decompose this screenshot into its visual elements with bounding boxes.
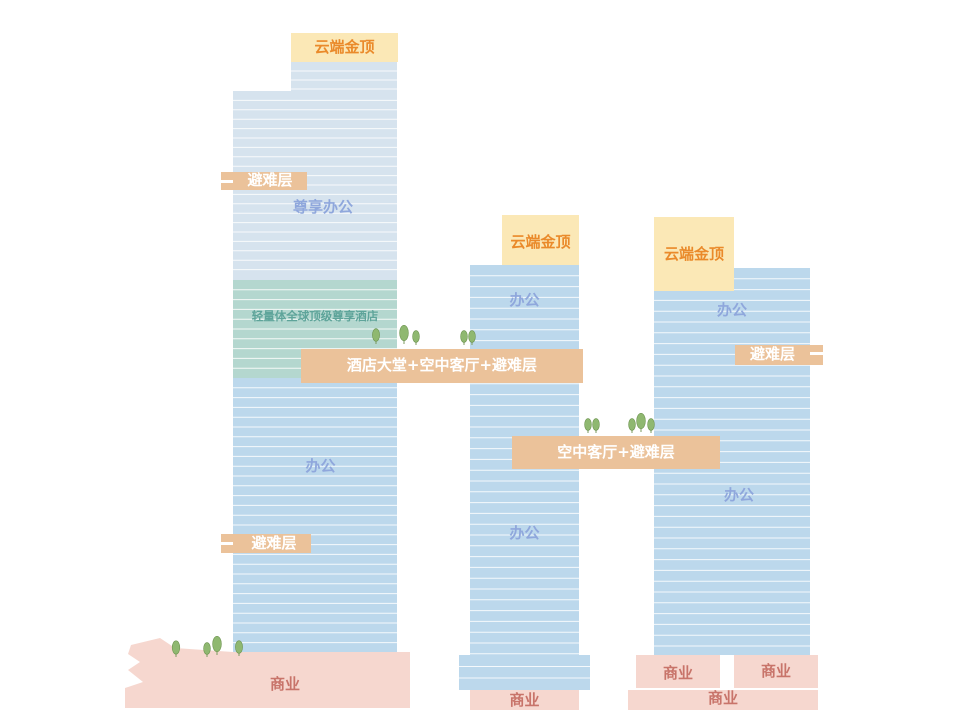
t1-crown-block <box>291 33 398 62</box>
t1-retail-label: 商业 <box>269 675 300 693</box>
t1-premium-office-label: 尊享办公 <box>292 198 353 216</box>
tree-podium-d-icon <box>235 640 243 654</box>
tree-bridge-upper-a-icon <box>372 328 380 342</box>
t3-crown-block <box>654 217 734 291</box>
t1-refuge-lower-label: 避难层 <box>251 534 297 552</box>
tree-bridge-lower-e-icon <box>647 418 655 431</box>
tree-bridge-lower-c-icon <box>628 418 636 431</box>
t1-refuge-upper-label: 避难层 <box>247 171 293 189</box>
t3-retail-left-block <box>636 655 720 688</box>
t3-retail-left-label: 商业 <box>662 664 693 682</box>
t3-refuge-band <box>735 345 823 365</box>
t2-crown-block <box>502 215 579 265</box>
t3-refuge-label: 避难层 <box>749 345 795 363</box>
t1-refuge-upper-notch <box>221 180 233 183</box>
t2-podium-block <box>459 655 590 690</box>
tree-bridge-upper-e-icon <box>468 330 476 343</box>
t1-retail-podium <box>125 638 410 708</box>
t2-office-lower-label: 办公 <box>509 524 540 542</box>
tree-bridge-lower-b-icon <box>592 418 600 431</box>
tree-bridge-lower-a-icon <box>584 418 592 431</box>
tree-bridge-upper-d-icon <box>460 330 468 343</box>
t2-office-upper-label: 办公 <box>509 291 540 309</box>
t3-crown-label: 云端金顶 <box>663 245 724 263</box>
t3-office-upper-label: 办公 <box>716 301 747 319</box>
bridge-upper-band <box>301 349 583 383</box>
t2-retail-block <box>470 690 579 710</box>
bridge-lower-label: 空中客厅+避难层 <box>557 443 675 461</box>
t1-refuge-upper-band <box>221 172 307 190</box>
bridge-lower-band <box>512 436 720 469</box>
tree-podium-a-icon <box>171 640 181 655</box>
t1-hotel-label: 轻量体全球顶级尊享酒店 <box>251 309 379 323</box>
t1-office-label: 办公 <box>305 457 336 475</box>
t3-office-lower-label: 办公 <box>723 486 754 504</box>
t1-top-step <box>291 62 397 92</box>
t3-retail-right-block <box>734 655 818 688</box>
t3-retail-base-block <box>628 690 818 710</box>
tree-bridge-upper-b-icon <box>399 324 409 341</box>
tree-podium-b-icon <box>203 642 211 655</box>
tree-bridge-upper-c-icon <box>412 330 420 343</box>
t1-crown-label: 云端金顶 <box>314 38 375 56</box>
t3-retail-base-label: 商业 <box>707 689 738 707</box>
t3-refuge-notch <box>810 352 823 355</box>
t2-crown-label: 云端金顶 <box>510 233 571 251</box>
t1-refuge-lower-notch <box>221 542 233 545</box>
t2-retail-label: 商业 <box>509 691 540 709</box>
t3-retail-right-label: 商业 <box>760 662 791 680</box>
t1-refuge-lower-band <box>221 534 311 553</box>
bridge-upper-label: 酒店大堂+空中客厅+避难层 <box>346 356 538 374</box>
tree-podium-c-icon <box>212 635 222 652</box>
tree-bridge-lower-d-icon <box>636 412 646 429</box>
